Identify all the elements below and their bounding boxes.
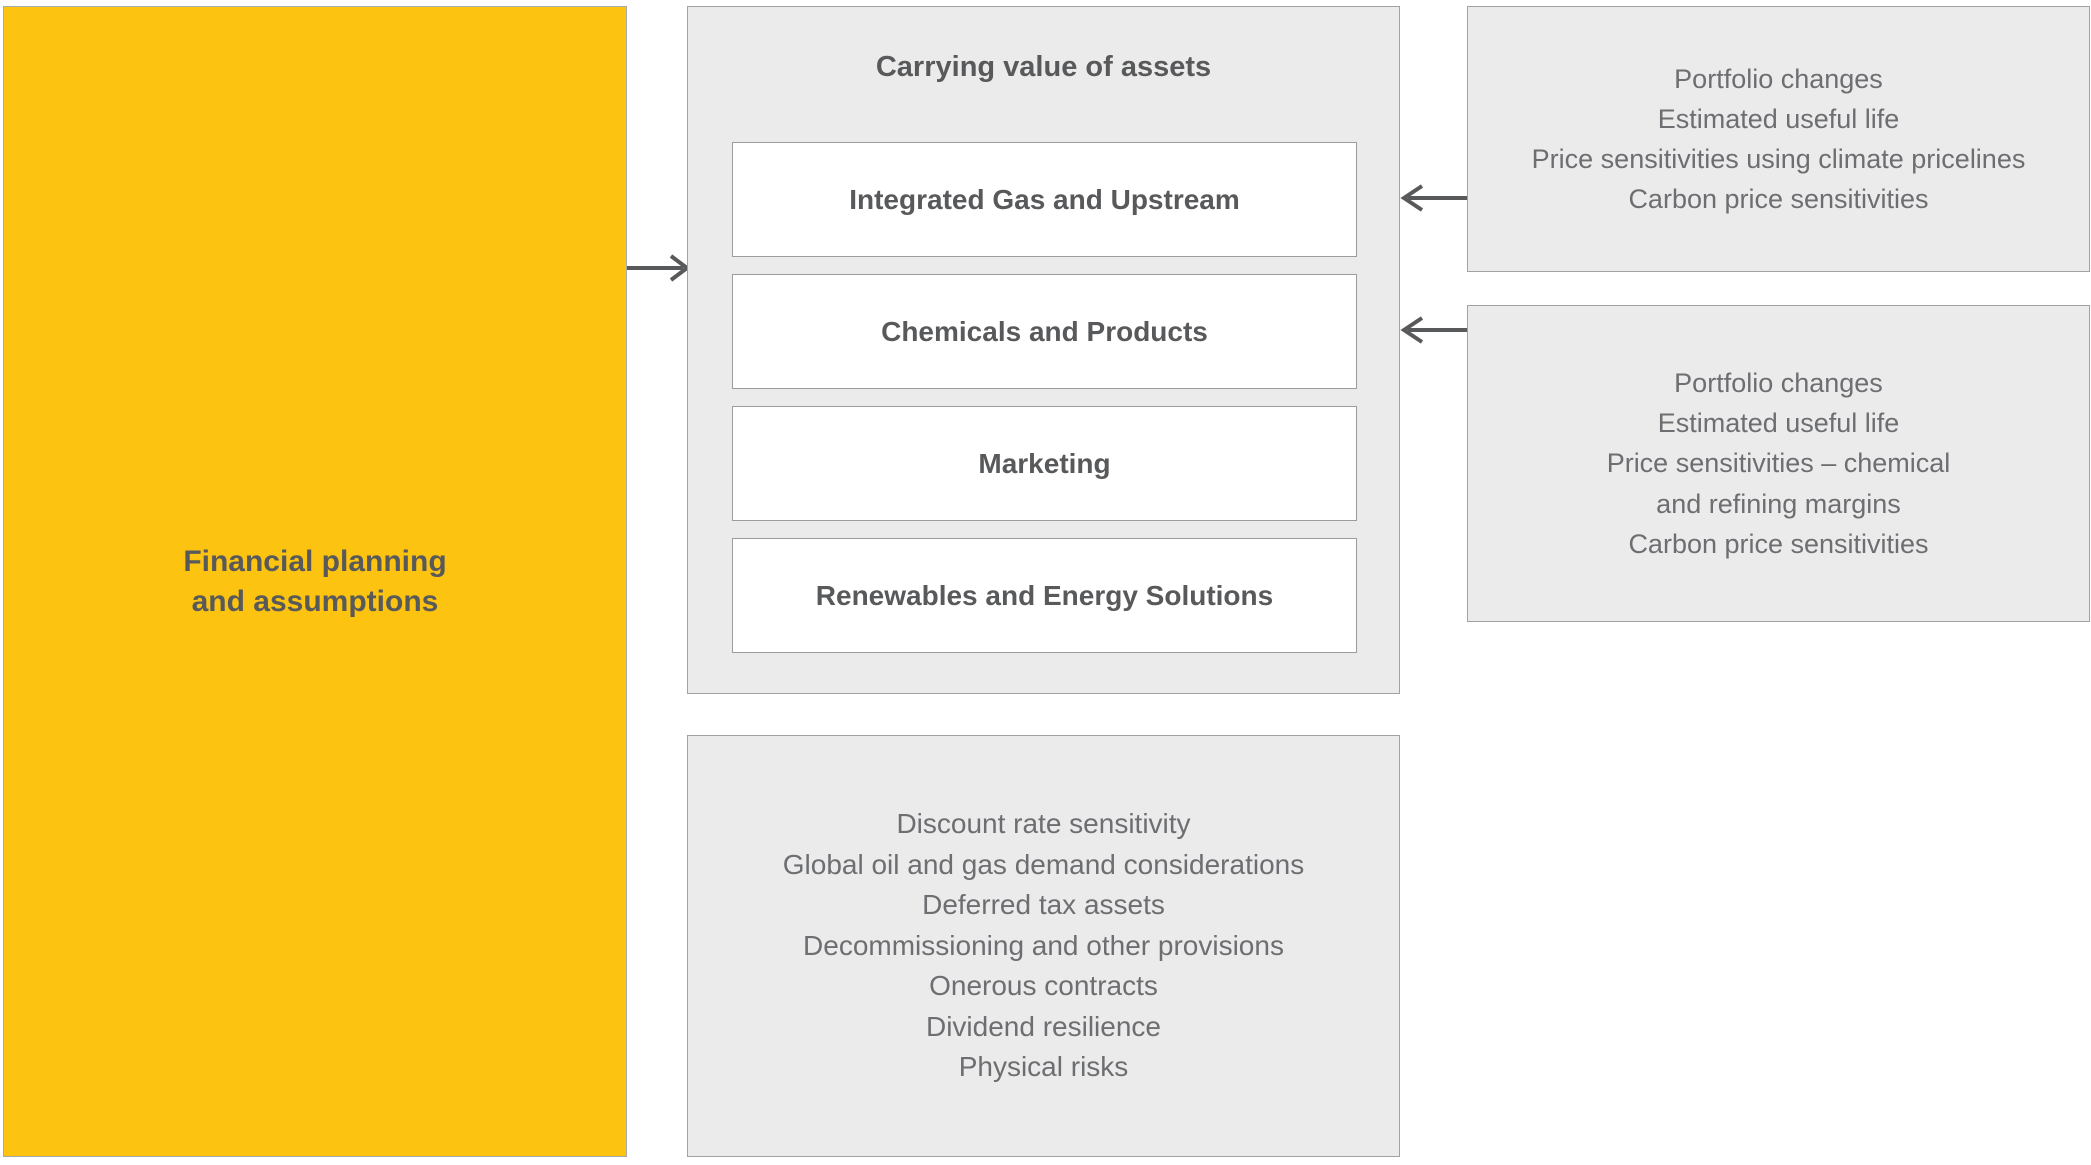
other-considerations-panel: Discount rate sensitivity Global oil and… bbox=[687, 735, 1400, 1157]
list-item: Carbon price sensitivities bbox=[1628, 184, 1929, 215]
list-item: Dividend resilience bbox=[925, 1010, 1161, 1042]
segment-chemicals-and-products[interactable]: Chemicals and Products bbox=[732, 274, 1357, 389]
list-item: Price sensitivities – chemical and refin… bbox=[1606, 448, 1951, 519]
list-item: Estimated useful life bbox=[1657, 103, 1900, 134]
list-item: Deferred tax assets bbox=[922, 889, 1165, 921]
segment-label: Integrated Gas and Upstream bbox=[849, 183, 1240, 215]
carrying-value-panel: Carrying value of assets Integrated Gas … bbox=[687, 6, 1400, 694]
financial-planning-block: Financial planning and assumptions bbox=[3, 6, 627, 1157]
list-item: Price sensitivities using climate pricel… bbox=[1531, 144, 2026, 174]
list-item: Carbon price sensitivities bbox=[1628, 528, 1929, 559]
assumptions-upstream-list: Portfolio changes Estimated useful life … bbox=[1468, 59, 2089, 220]
list-item: Portfolio changes bbox=[1674, 63, 1883, 94]
assumptions-chemicals-list: Portfolio changes Estimated useful life … bbox=[1468, 363, 2089, 564]
segment-list: Integrated Gas and Upstream Chemicals an… bbox=[732, 142, 1357, 653]
arrow-assumptions-to-integrated-gas-icon bbox=[1400, 184, 1470, 212]
list-item: Estimated useful life bbox=[1657, 408, 1900, 439]
assumptions-upstream-panel: Portfolio changes Estimated useful life … bbox=[1467, 6, 2090, 272]
list-item: Physical risks bbox=[958, 1051, 1129, 1083]
list-item: Discount rate sensitivity bbox=[896, 807, 1191, 839]
segment-renewables-and-energy-solutions[interactable]: Renewables and Energy Solutions bbox=[732, 538, 1357, 653]
list-item: Portfolio changes bbox=[1674, 367, 1883, 398]
segment-integrated-gas-and-upstream[interactable]: Integrated Gas and Upstream bbox=[732, 142, 1357, 257]
segment-label: Chemicals and Products bbox=[881, 315, 1208, 347]
segment-label: Marketing bbox=[978, 447, 1111, 479]
segment-label: Renewables and Energy Solutions bbox=[815, 579, 1274, 611]
segment-marketing[interactable]: Marketing bbox=[732, 406, 1357, 521]
arrow-planning-to-carrying-icon bbox=[627, 254, 691, 282]
other-considerations-list: Discount rate sensitivity Global oil and… bbox=[688, 804, 1399, 1088]
arrow-assumptions-to-chemicals-icon bbox=[1400, 316, 1470, 344]
financial-planning-label: Financial planning and assumptions bbox=[183, 544, 447, 618]
assumptions-chemicals-panel: Portfolio changes Estimated useful life … bbox=[1467, 305, 2090, 622]
list-item: Onerous contracts bbox=[929, 970, 1158, 1002]
list-item: Decommissioning and other provisions bbox=[803, 929, 1284, 961]
list-item: Global oil and gas demand considerations bbox=[782, 848, 1305, 880]
carrying-value-title: Carrying value of assets bbox=[875, 51, 1212, 83]
